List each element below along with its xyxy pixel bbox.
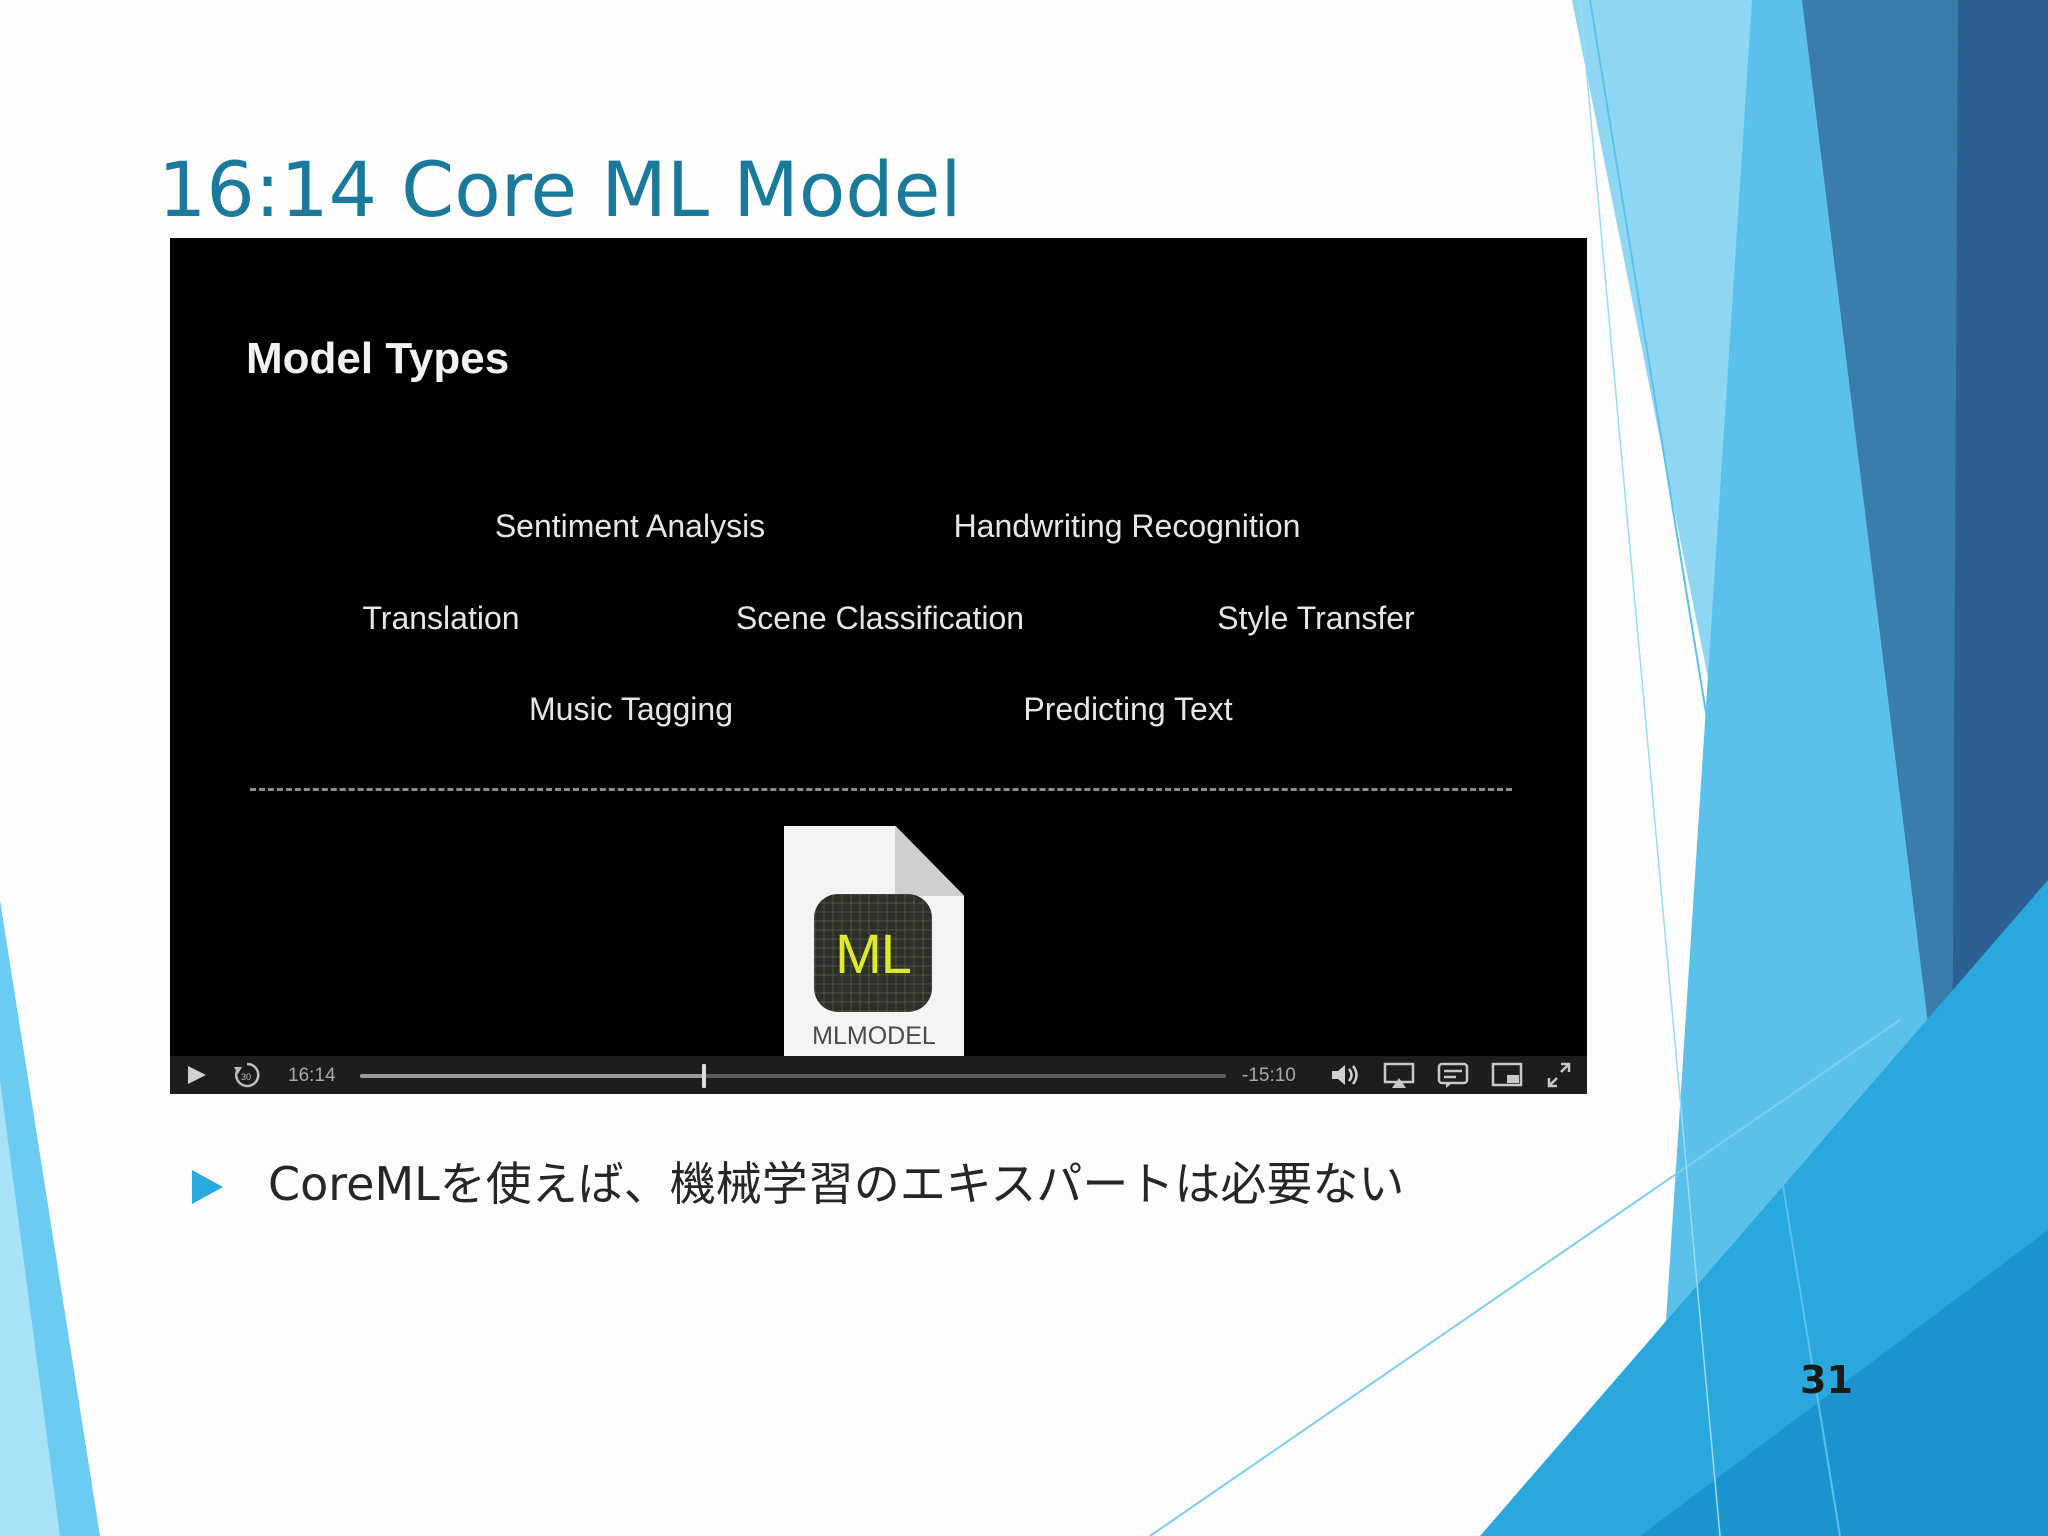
ml-icon: ML xyxy=(814,894,932,1012)
bg-shape-bottom-band xyxy=(1640,1230,2048,1536)
bullet-text: CoreMLを使えば、機械学習のエキスパートは必要ない xyxy=(268,1157,1405,1211)
bg-line-2 xyxy=(1149,1019,1901,1536)
model-type-style-transfer: Style Transfer xyxy=(1217,600,1415,636)
bg-line-3 xyxy=(1579,0,1721,1536)
slide-title: 16:14 Core ML Model xyxy=(158,145,962,234)
progress-thumb[interactable] xyxy=(701,1064,706,1088)
fullscreen-icon[interactable] xyxy=(1542,1056,1576,1094)
svg-text:30: 30 xyxy=(241,1072,251,1082)
skip-back-icon[interactable]: 30 xyxy=(230,1056,264,1094)
model-type-translation: Translation xyxy=(362,600,520,636)
bg-shape-left-light xyxy=(0,1080,60,1536)
play-icon[interactable] xyxy=(182,1056,212,1094)
model-type-scene-classification: Scene Classification xyxy=(735,600,1025,636)
ml-icon-text: ML xyxy=(835,921,912,985)
picture-in-picture-icon[interactable] xyxy=(1490,1056,1524,1094)
video-heading: Model Types xyxy=(246,334,510,383)
progress-track[interactable] xyxy=(360,1064,1226,1088)
mlmodel-file-label: MLMODEL xyxy=(812,1022,936,1050)
subtitles-icon[interactable] xyxy=(1436,1056,1470,1094)
progress-fill xyxy=(360,1074,704,1078)
page-number: 31 xyxy=(1800,1358,1853,1402)
bg-line-1 xyxy=(1589,0,1841,1536)
bullet-arrow-icon xyxy=(192,1170,223,1204)
model-type-sentiment-analysis: Sentiment Analysis xyxy=(494,508,766,544)
model-type-predicting-text: Predicting Text xyxy=(1023,691,1233,727)
volume-icon[interactable] xyxy=(1328,1056,1362,1094)
video-player[interactable]: Model Types Sentiment Analysis Handwriti… xyxy=(170,238,1587,1094)
dashed-divider xyxy=(250,788,1512,791)
remaining-time: -15:10 xyxy=(1242,1065,1296,1086)
airplay-icon[interactable] xyxy=(1382,1056,1416,1094)
current-time: 16:14 xyxy=(288,1065,336,1086)
player-control-bar: 30 16:14 -15:10 xyxy=(170,1056,1587,1094)
model-type-handwriting-recognition: Handwriting Recognition xyxy=(953,508,1301,544)
model-type-music-tagging: Music Tagging xyxy=(529,691,733,727)
